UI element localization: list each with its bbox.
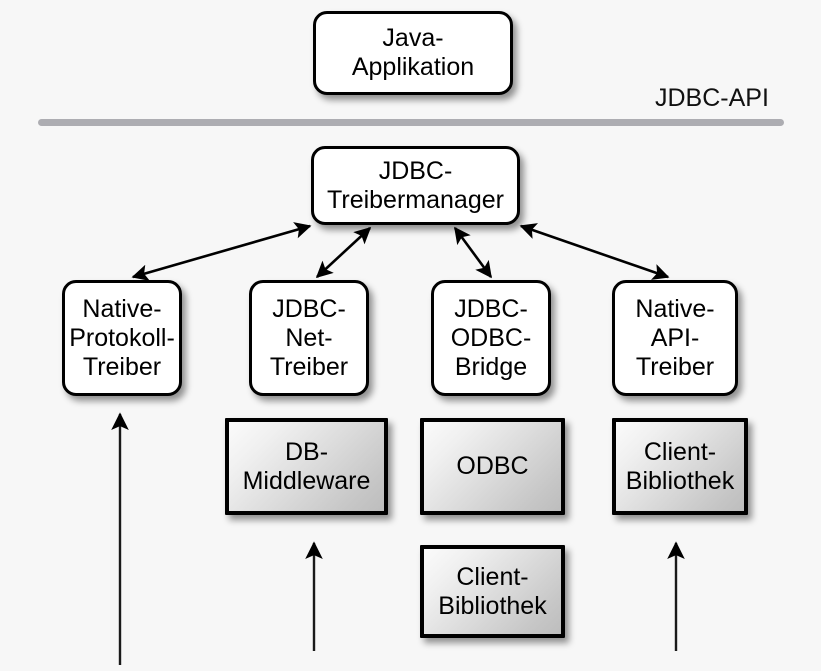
node-jdbc-net-treiber[interactable]: JDBC- Net- Treiber xyxy=(249,280,369,396)
node-native-api-treiber[interactable]: Native- API- Treiber xyxy=(612,280,738,396)
connector-mgr-jdbc-net xyxy=(315,226,372,279)
node-native-protokoll-treiber[interactable]: Native- Protokoll- Treiber xyxy=(62,280,182,396)
jdbc-api-label: JDBC-API xyxy=(655,84,769,112)
connector-mgr-native-protokoll xyxy=(131,222,312,281)
node-java-applikation[interactable]: Java- Applikation xyxy=(313,11,513,95)
connector-mgr-native-api xyxy=(519,223,670,280)
node-jdbc-treibermanager[interactable]: JDBC- Treibermanager xyxy=(311,146,520,225)
connector-mgr-jdbc-odbc xyxy=(453,226,493,279)
node-db-middleware[interactable]: DB- Middleware xyxy=(225,418,388,515)
node-odbc[interactable]: ODBC xyxy=(420,418,565,515)
node-client-bibliothek-right[interactable]: Client- Bibliothek xyxy=(612,418,748,515)
node-jdbc-odbc-bridge[interactable]: JDBC- ODBC- Bridge xyxy=(431,280,551,396)
node-client-bibliothek-odbc[interactable]: Client- Bibliothek xyxy=(420,545,565,638)
jdbc-api-divider-line xyxy=(38,119,784,126)
